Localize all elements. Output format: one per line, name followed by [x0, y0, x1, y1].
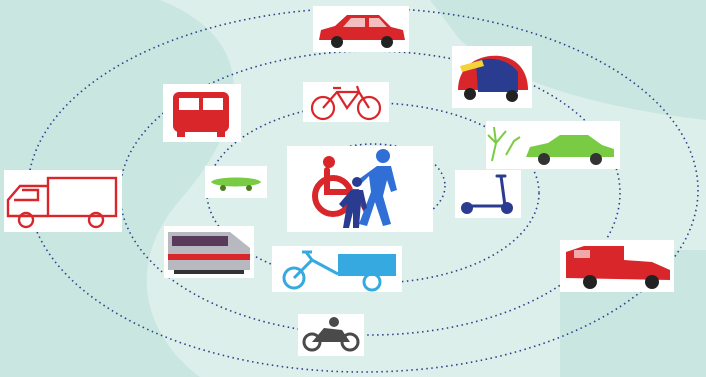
car-icon [313, 6, 409, 52]
truck-icon [4, 170, 122, 232]
bus-icon [163, 84, 241, 142]
scooter-icon [455, 170, 521, 218]
tuk-tuk-icon [452, 46, 532, 108]
motorcycle-icon [298, 314, 364, 356]
cargo-bike-icon [272, 246, 402, 292]
tram-icon [164, 226, 254, 278]
center-people-icons [287, 146, 433, 232]
skateboard-icon [205, 166, 267, 198]
van-icon [560, 240, 674, 292]
bicycle-icon [303, 82, 389, 122]
electric-car-icon [486, 121, 620, 169]
